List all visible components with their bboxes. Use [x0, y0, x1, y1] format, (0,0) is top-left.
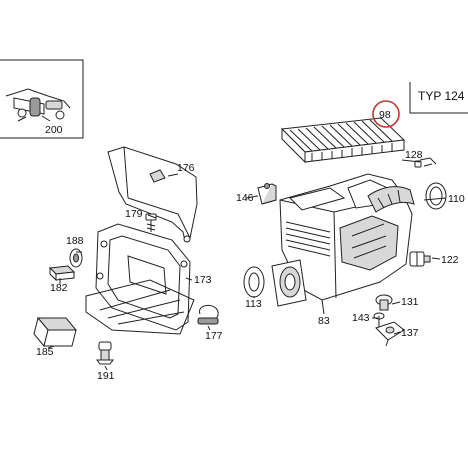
part-label-182[interactable]: 182 — [50, 282, 68, 294]
part-label-131[interactable]: 131 — [401, 296, 419, 308]
part-label-200[interactable]: 200 — [45, 124, 63, 136]
part-label-179[interactable]: 179 — [125, 208, 143, 220]
part-label-176[interactable]: 176 — [177, 162, 195, 174]
part-label-146[interactable]: 146 — [236, 192, 254, 204]
part-182-rubber-block[interactable] — [48, 265, 76, 282]
part-191-fitting[interactable] — [96, 341, 114, 365]
part-146-clip[interactable] — [257, 183, 277, 205]
part-137-bracket[interactable] — [375, 321, 405, 347]
part-label-110[interactable]: 110 — [448, 193, 465, 205]
part-179-bolt[interactable] — [145, 213, 157, 232]
highlight-ring-98 — [372, 100, 400, 128]
part-131-grommet[interactable] — [375, 294, 393, 311]
part-label-143[interactable]: 143 — [352, 312, 370, 324]
inset-frame-top-right — [409, 82, 468, 114]
part-label-98[interactable]: 98 — [379, 109, 391, 121]
part-185-pad[interactable] — [33, 316, 78, 348]
part-173-seal-frame[interactable] — [85, 223, 195, 335]
part-labels: 98 200 176 128 146 110 179 188 122 173 1… — [36, 109, 465, 382]
part-122-mount[interactable] — [409, 251, 431, 267]
inset-frame-top-left — [0, 59, 84, 139]
part-110-clamp-ring[interactable] — [425, 182, 447, 210]
part-label-128[interactable]: 128 — [405, 149, 423, 161]
part-128-bracket[interactable] — [414, 157, 437, 168]
part-176-upper-cover[interactable] — [107, 146, 198, 243]
part-label-137[interactable]: 137 — [401, 327, 419, 339]
part-intake-hose[interactable] — [367, 186, 415, 213]
part-label-113[interactable]: 113 — [245, 298, 262, 310]
part-label-122[interactable]: 122 — [441, 254, 459, 266]
part-98-air-filter[interactable] — [280, 117, 406, 164]
part-label-185[interactable]: 185 — [36, 346, 54, 358]
part-label-188[interactable]: 188 — [66, 235, 84, 247]
part-label-177[interactable]: 177 — [205, 330, 223, 342]
part-177-clamp[interactable] — [197, 305, 219, 325]
part-label-191[interactable]: 191 — [97, 370, 115, 382]
leader-lines — [47, 159, 447, 371]
part-188-grommet[interactable] — [69, 248, 83, 268]
part-200-drawing[interactable] — [5, 88, 71, 122]
part-label-173[interactable]: 173 — [194, 274, 212, 286]
part-label-83[interactable]: 83 — [318, 315, 330, 327]
model-label: TYP 124 — [418, 89, 465, 103]
